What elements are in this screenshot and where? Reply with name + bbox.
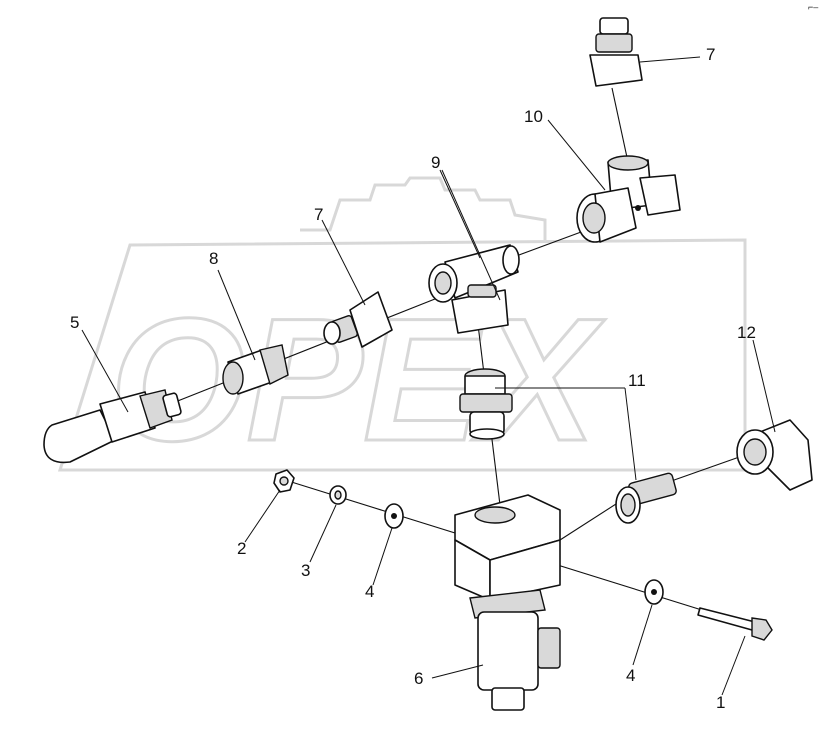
part-5-elbow — [43, 389, 182, 464]
callout-10: 10 — [524, 107, 543, 126]
part-1-bolt — [697, 607, 773, 641]
callout-12: 12 — [737, 323, 756, 342]
callout-9: 9 — [431, 153, 440, 172]
part-4-washer-lower — [644, 579, 664, 605]
callout-7-middle: 7 — [314, 205, 323, 224]
corner-mark: ⌐– — [808, 2, 818, 12]
callout-labels: 7 10 9 7 8 5 11 12 2 3 4 4 1 6 — [70, 45, 756, 712]
callout-6: 6 — [414, 669, 423, 688]
callout-2: 2 — [237, 539, 246, 558]
part-2-nut — [273, 469, 295, 493]
part-11-lower-nipple — [615, 472, 677, 524]
part-11-nipple — [459, 368, 513, 440]
callout-5: 5 — [70, 313, 79, 332]
callout-3: 3 — [301, 561, 310, 580]
callout-8: 8 — [209, 249, 218, 268]
watermark-logo: OPEX — [57, 176, 747, 480]
leader-lines — [81, 56, 776, 696]
callout-4-upper: 4 — [365, 582, 374, 601]
callout-4-lower: 4 — [626, 666, 635, 685]
part-9-tee — [428, 244, 520, 334]
part-4-washer-upper — [384, 503, 404, 529]
callout-11: 11 — [628, 371, 646, 390]
part-10-tee — [576, 155, 681, 243]
part-6-valve-block — [454, 494, 561, 711]
part-3-washer — [329, 485, 347, 505]
part-7-top-fitting — [589, 17, 643, 87]
part-7-middle-fitting — [323, 291, 393, 348]
part-8-coupling — [222, 344, 289, 395]
part-12-elbow — [736, 419, 813, 491]
callout-1: 1 — [716, 693, 725, 712]
callout-7-top: 7 — [706, 45, 715, 64]
